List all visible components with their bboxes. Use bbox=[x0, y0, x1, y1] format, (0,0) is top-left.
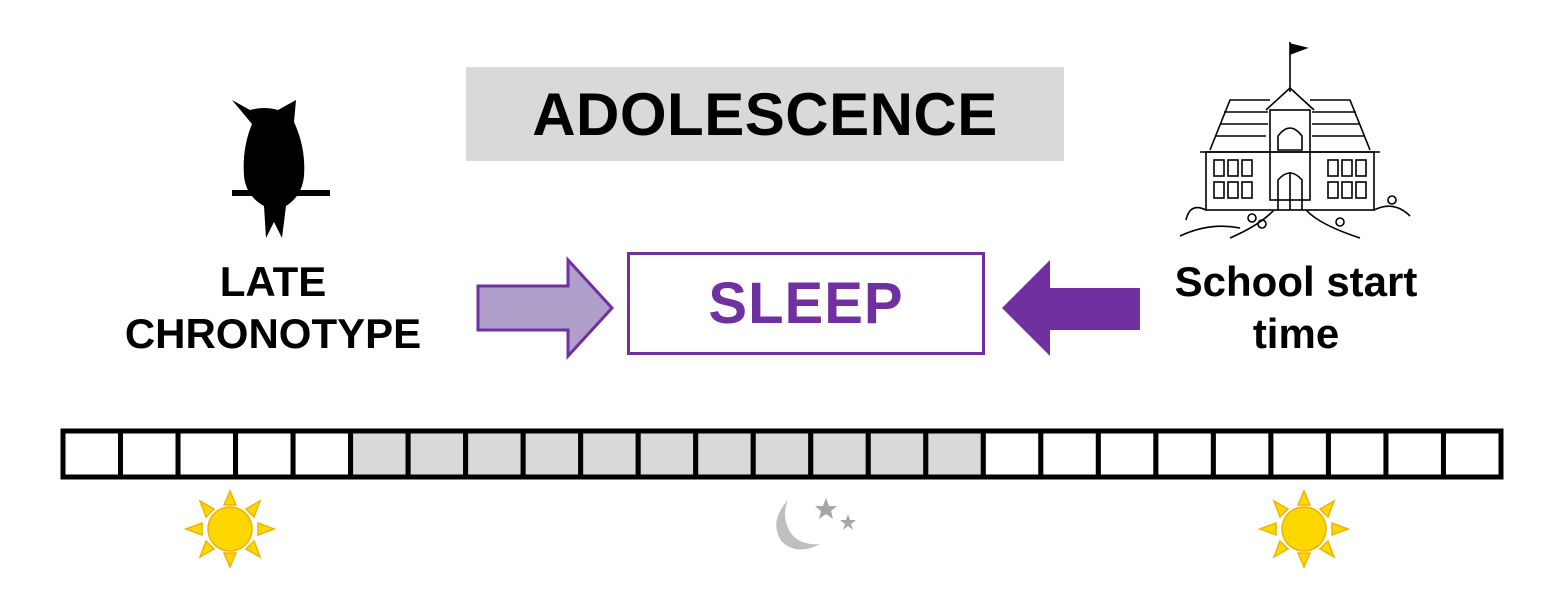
timeline-cell-awake bbox=[233, 428, 296, 480]
timeline-cell-awake bbox=[980, 428, 1044, 480]
timeline-cell-sleep bbox=[808, 428, 871, 480]
timeline-cell-awake bbox=[1268, 428, 1331, 480]
timeline bbox=[60, 428, 1504, 480]
timeline-cell-sleep bbox=[463, 428, 526, 480]
timeline-cell-awake bbox=[60, 428, 124, 480]
timeline-cell-awake bbox=[1095, 428, 1159, 480]
sun-icon bbox=[183, 489, 277, 569]
timeline-cell-awake bbox=[1210, 428, 1274, 480]
timeline-cell-awake bbox=[1383, 428, 1446, 480]
left-label-line2: CHRONOTYPE bbox=[124, 310, 422, 357]
timeline-cell-sleep bbox=[865, 428, 929, 480]
timeline-cell-sleep bbox=[520, 428, 584, 480]
right-label-line2: time bbox=[1252, 310, 1340, 357]
sun-icon bbox=[1257, 489, 1351, 569]
timeline-cell-awake bbox=[1153, 428, 1216, 480]
owl-icon bbox=[232, 100, 330, 238]
sleep-label: SLEEP bbox=[708, 271, 904, 336]
timeline-cell-sleep bbox=[405, 428, 469, 480]
timeline-cell-sleep bbox=[923, 428, 986, 480]
title-box: ADOLESCENCE bbox=[466, 67, 1064, 161]
timeline-cell-awake bbox=[1325, 428, 1389, 480]
timeline-cell-awake bbox=[175, 428, 239, 480]
right-label-line1: School start bbox=[1174, 258, 1418, 305]
right-arrow-light bbox=[476, 256, 615, 360]
timeline-cell-sleep bbox=[578, 428, 641, 480]
late-chronotype-label: LATE CHRONOTYPE bbox=[100, 256, 446, 360]
school-start-time-label: School start time bbox=[1146, 256, 1446, 360]
title-text: ADOLESCENCE bbox=[532, 80, 998, 148]
left-label-line1: LATE bbox=[219, 258, 327, 305]
timeline-cell-sleep bbox=[635, 428, 699, 480]
timeline-cell-sleep bbox=[750, 428, 814, 480]
timeline-cell-awake bbox=[1038, 428, 1101, 480]
left-arrow-dark bbox=[1002, 260, 1140, 356]
timeline-cell-awake bbox=[290, 428, 354, 480]
school-building-icon bbox=[1179, 42, 1411, 239]
timeline-cell-sleep bbox=[693, 428, 756, 480]
moon-stars-icon bbox=[776, 498, 856, 550]
timeline-cell-sleep bbox=[348, 428, 411, 480]
timeline-cell-awake bbox=[1440, 428, 1504, 480]
timeline-cell-awake bbox=[118, 428, 181, 480]
sleep-box: SLEEP bbox=[627, 252, 985, 355]
